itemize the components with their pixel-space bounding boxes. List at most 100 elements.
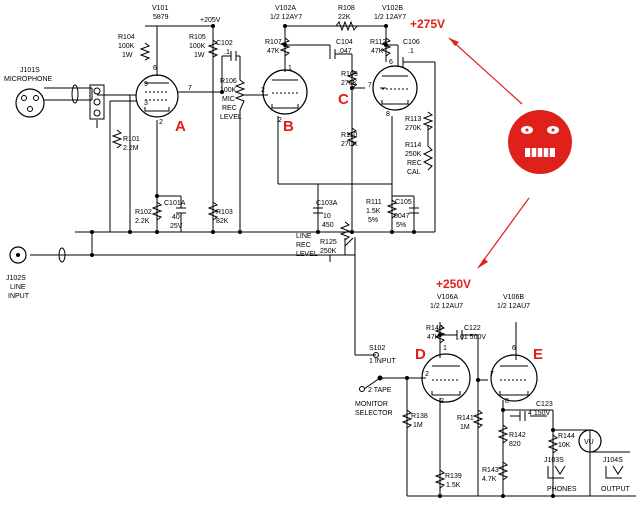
c103a-ref: C103A — [316, 200, 338, 207]
j104-ref: J104S — [603, 457, 623, 464]
r112-val: 47K — [371, 48, 384, 55]
v102a-type: 1/2 12AY7 — [270, 14, 302, 21]
microphone-jack[interactable] — [15, 84, 105, 120]
c123-ref: C123 — [536, 401, 553, 408]
resistor-r109 — [346, 69, 358, 89]
r113-ref: R113 — [405, 116, 421, 123]
r110-val: 270K — [341, 141, 358, 148]
resistor-r125 — [339, 221, 351, 241]
pin-9: 9 — [144, 81, 148, 88]
j102-line: LINE — [10, 284, 26, 291]
r144-val: 10K — [558, 442, 571, 449]
r108-ref: R108 — [338, 5, 355, 12]
stage-a: A — [175, 118, 186, 135]
resistor-r144 — [547, 434, 559, 454]
switch-pos2: 2 TAPE — [368, 387, 392, 394]
r139-val: 1.5K — [446, 482, 461, 489]
r139-ref: R139 — [445, 473, 462, 480]
c106-val: .1 — [408, 48, 414, 55]
monitor-selector-switch[interactable] — [359, 352, 383, 392]
rail-205v: +205V — [200, 17, 221, 24]
resistor-r142 — [497, 424, 509, 444]
r101-val: 2.2M — [123, 145, 139, 152]
r142-val: 820 — [509, 441, 521, 448]
labels: +205V +275V +250V A B C D E V101 5879 V1… — [4, 5, 631, 493]
r140-val: 47K — [427, 334, 440, 341]
r114-cal: CAL — [407, 169, 421, 176]
tube-v101 — [135, 74, 179, 118]
v102b-name: V102B — [382, 5, 403, 12]
upper-wiring — [30, 25, 436, 356]
pin-4: 3 — [144, 100, 148, 107]
pin-3: 2 — [159, 119, 163, 126]
r103-ref: R103 — [216, 209, 233, 216]
c105-ref: C105 — [395, 199, 412, 206]
r138-ref: R138 — [411, 413, 428, 420]
c102-val: .1 — [224, 49, 230, 56]
resistor-r112 — [380, 37, 392, 57]
r141-val: 1M — [460, 424, 470, 431]
pin-6-v106b: 6 — [512, 345, 516, 352]
switch-label-2: SELECTOR — [355, 410, 393, 417]
line-level-2: REC — [296, 242, 311, 249]
pin-3-v102a: 2 — [278, 117, 282, 124]
r106-ref: R106 — [220, 78, 237, 85]
r125-ref: R125 — [320, 239, 337, 246]
phones-jack[interactable] — [547, 465, 566, 479]
r143-ref: R143 — [482, 467, 499, 474]
r102-ref: R102 — [135, 209, 152, 216]
red-face-icon — [508, 110, 572, 174]
stage-e: E — [533, 346, 543, 363]
r114-rec: REC — [407, 160, 422, 167]
v101-type: 5879 — [153, 14, 169, 21]
stage-b: B — [283, 118, 294, 135]
r106-mic: MIC — [222, 96, 235, 103]
r141-ref: R141 — [457, 415, 474, 422]
switch-name: S102 — [369, 345, 385, 352]
j101-ref: J101S — [20, 67, 40, 74]
resistor-r139 — [434, 469, 446, 489]
r109-val: 270K — [341, 80, 358, 87]
stage-d: D — [415, 346, 426, 363]
line-rec-level-pot[interactable] — [344, 237, 354, 247]
resistor-r143 — [497, 461, 509, 481]
c122-val: .01 500V — [458, 334, 486, 341]
c122-ref: C122 — [464, 325, 481, 332]
c101a-volt: 25V — [170, 223, 183, 230]
r103-val: 82K — [216, 218, 229, 225]
red-ground-arrow — [448, 37, 530, 269]
r114-ref: R114 — [405, 142, 421, 149]
resistor-r107 — [279, 37, 291, 57]
pin-8-v106b: 8 — [505, 398, 509, 405]
c104-ref: C104 — [336, 39, 353, 46]
resistor-r104 — [139, 42, 151, 61]
pin-3-v106a: 2 — [440, 398, 444, 405]
resistor-r103 — [207, 201, 219, 221]
r106-val: 100K — [220, 87, 237, 94]
c104-val: .047 — [338, 48, 352, 55]
output-jack[interactable] — [605, 465, 624, 479]
c103a-val: 10 — [323, 213, 331, 220]
c105-tol: 5% — [396, 222, 406, 229]
r104-pwr: 1W — [122, 52, 133, 59]
r114-val: 250K — [405, 151, 422, 158]
c105-val: .0047 — [392, 213, 410, 220]
r111-ref: R111 — [366, 199, 382, 206]
tube-v106b — [490, 354, 538, 402]
r138-val: 1M — [413, 422, 423, 429]
r105-val: 100K — [189, 43, 206, 50]
c101a-val: 40 — [172, 214, 180, 221]
tube-v102b — [372, 65, 418, 111]
line-input-jack[interactable] — [9, 246, 66, 264]
r111-tol: 5% — [368, 217, 378, 224]
r102-val: 2.2K — [135, 218, 150, 225]
resistor-r114 — [422, 145, 434, 171]
r140-ref: R140 — [426, 325, 443, 332]
junction-dots — [90, 24, 555, 498]
tube-v102a — [262, 69, 308, 115]
r101-ref: R101 — [123, 136, 140, 143]
r142-ref: R142 — [509, 432, 526, 439]
r144-ref: R144 — [558, 433, 575, 440]
c103a-volt: 450 — [322, 222, 334, 229]
j104-name: OUTPUT — [601, 486, 631, 493]
